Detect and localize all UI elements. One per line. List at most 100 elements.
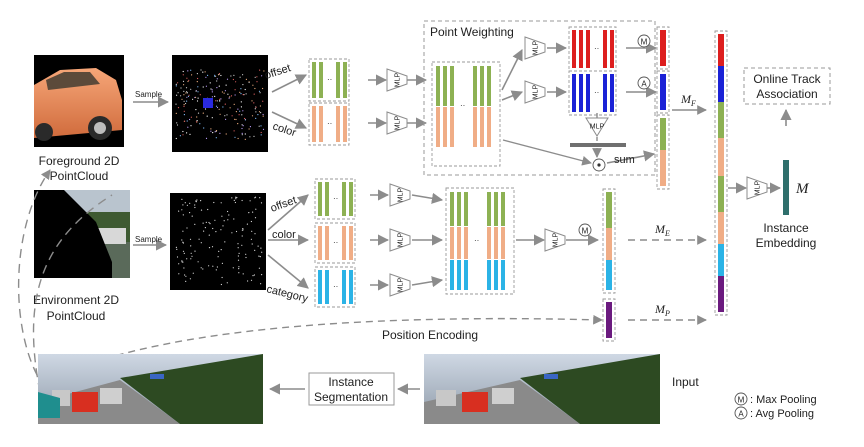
pooled-max-vector <box>656 26 670 70</box>
svg-text:··: ·· <box>333 238 338 247</box>
svg-text:MLP: MLP <box>533 40 540 55</box>
svg-text:··: ·· <box>333 194 338 203</box>
mlp-final: MLP <box>746 176 768 200</box>
mlp-offset-bottom: MLP <box>389 183 411 207</box>
concat-features-top: ·· <box>431 61 501 167</box>
foreground-pointcloud-image <box>172 55 268 152</box>
svg-text:MLP: MLP <box>553 232 560 247</box>
arrow-to-offset-top <box>271 74 308 93</box>
offset-features-top: ·· <box>308 58 350 102</box>
legend-max-pooling: M : Max Pooling <box>734 392 817 406</box>
pooled-avg-vector <box>656 70 670 114</box>
color-label-bottom: color <box>272 229 296 241</box>
arrow-to-color-top <box>271 111 308 129</box>
mlp-color-bottom: MLP <box>389 228 411 252</box>
input-label: Input <box>672 375 699 389</box>
position-feature-vector <box>602 298 616 342</box>
arrow-to-offset-bottom <box>267 194 309 231</box>
environment-caption-line2: PointCloud <box>47 309 106 323</box>
color-features-bottom: ·· <box>314 222 356 264</box>
instance-embedding-symbol: M <box>795 181 810 197</box>
arrow-to-category <box>267 254 309 289</box>
concatenated-feature-vector <box>714 30 728 316</box>
svg-text:M: M <box>641 38 648 47</box>
svg-text:MLP: MLP <box>533 84 540 99</box>
instance-segmentation-label-line1: Instance <box>328 375 374 389</box>
svg-text:A: A <box>641 80 647 89</box>
arrow-mlp-category <box>411 276 444 288</box>
arrow-sum-to-feature <box>606 150 656 164</box>
max-pool-symbol-env: M <box>578 223 592 237</box>
arrow-concat-to-mlp-red <box>501 48 523 91</box>
instance-embedding-label-line2: Embedding <box>756 236 817 250</box>
svg-text:MLP: MLP <box>395 72 402 87</box>
category-label: category <box>265 283 309 305</box>
svg-text:MLP: MLP <box>755 180 762 195</box>
svg-text:MLP: MLP <box>395 115 402 130</box>
environment-feature-vector <box>602 188 616 294</box>
legend-avg-pooling: A : Avg Pooling <box>734 406 814 420</box>
concat-features-bottom: ·· <box>445 187 515 295</box>
instance-embedding-vector <box>783 160 789 215</box>
foreground-caption-line1: Foreground 2D <box>39 154 120 168</box>
color-label-top: color <box>271 120 298 139</box>
mlp-color-top: MLP <box>386 111 408 135</box>
sample-label-bottom: Sample <box>135 235 163 244</box>
svg-text:M: M <box>582 227 589 236</box>
segmentation-to-environment-arrow <box>32 194 113 393</box>
offset-features-bottom: ·· <box>314 178 356 220</box>
foreground-feature-vector <box>656 114 670 190</box>
avg-branch-features: ·· <box>568 70 617 116</box>
max-pool-symbol-top: M <box>637 34 651 48</box>
svg-text:M: M <box>738 396 745 405</box>
mlp-max-branch: MLP <box>524 36 546 60</box>
environment-image <box>34 190 130 278</box>
mlp-weighting: MLP <box>585 117 609 137</box>
svg-text:MLP: MLP <box>398 187 405 202</box>
max-branch-features: ·· <box>568 26 617 72</box>
environment-pointcloud-image <box>170 193 266 290</box>
svg-text:··: ·· <box>327 75 332 84</box>
mlp-avg-branch: MLP <box>524 80 546 104</box>
svg-text:··: ·· <box>474 236 479 245</box>
sum-label: sum <box>614 154 635 166</box>
category-features-bottom: ·· <box>314 266 356 308</box>
input-frame-image <box>424 354 660 424</box>
mlp-category: MLP <box>389 273 411 297</box>
segmentation-to-foreground-arrow <box>17 169 51 389</box>
svg-text:MLP: MLP <box>590 124 605 131</box>
svg-text:··: ·· <box>594 88 599 97</box>
segmented-frame-image <box>38 354 263 424</box>
online-track-association-box <box>743 67 831 105</box>
mlp-offset-top: MLP <box>386 68 408 92</box>
point-weighting-title: Point Weighting <box>430 25 514 39</box>
mp-label: MP <box>654 302 670 318</box>
svg-text:MLP: MLP <box>398 232 405 247</box>
online-track-label-line2: Association <box>756 87 817 101</box>
svg-text:··: ·· <box>594 44 599 53</box>
weight-vector-bar <box>570 143 626 147</box>
mf-label: MF <box>680 92 696 108</box>
svg-text:A: A <box>738 410 744 419</box>
point-weighting-box <box>423 20 656 176</box>
me-label: ME <box>654 222 670 238</box>
avg-pool-symbol-top: A <box>637 76 651 90</box>
instance-segmentation-box <box>308 372 395 406</box>
environment-caption-line1: Environment 2D <box>33 293 119 307</box>
svg-text:: Avg Pooling: : Avg Pooling <box>750 408 814 420</box>
svg-text:··: ·· <box>327 119 332 128</box>
arrow-concat-to-dot <box>502 139 592 166</box>
foreground-car-image <box>34 55 124 147</box>
offset-label-bottom: offset <box>269 194 298 214</box>
elementwise-product-symbol <box>592 158 606 172</box>
foreground-caption-line2: PointCloud <box>50 169 109 183</box>
color-features-top: ·· <box>308 102 350 146</box>
instance-segmentation-label-line2: Segmentation <box>314 390 388 404</box>
arrow-concat-to-mlp-blue <box>501 90 524 101</box>
online-track-label-line1: Online Track <box>753 72 821 86</box>
svg-text:··: ·· <box>460 101 465 110</box>
arrow-mlp-offset-bottom <box>411 192 444 204</box>
mlp-environment: MLP <box>544 228 566 252</box>
svg-text:: Max Pooling: : Max Pooling <box>750 394 817 406</box>
